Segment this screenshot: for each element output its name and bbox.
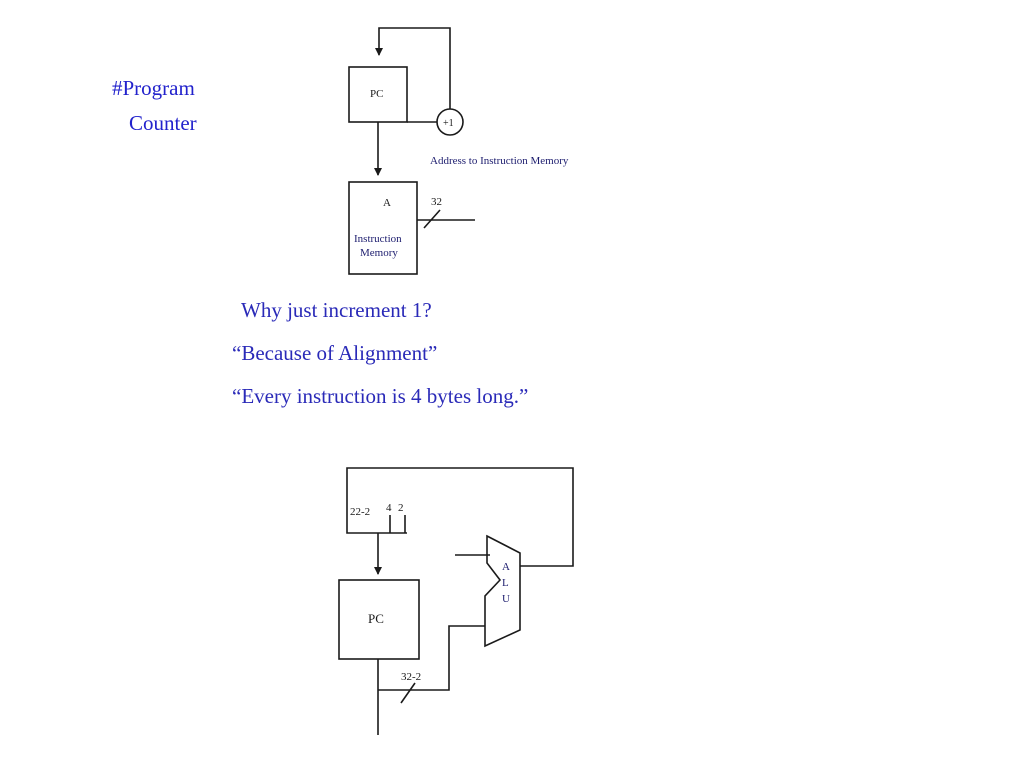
note-instruction-length: “Every instruction is 4 bytes long.”	[232, 384, 529, 408]
bus-width-slash	[423, 209, 441, 229]
const-label-4: 4	[386, 502, 392, 514]
bus-width-label: 32	[431, 196, 442, 208]
note-why-increment: Why just increment 1?	[241, 298, 432, 322]
memory-label-line2: Memory	[360, 247, 398, 259]
instruction-memory	[348, 181, 418, 275]
adder-label: +1	[443, 118, 454, 129]
slide-heading-line2: Counter	[129, 111, 197, 135]
upper-bits-label: 22-2	[350, 506, 370, 518]
pc-alu-diagram	[338, 467, 574, 735]
alu-label-u: U	[502, 593, 510, 605]
pc-label: PC	[370, 88, 383, 100]
bus-width-label-2: 32-2	[401, 671, 421, 683]
pc-to-alu-wire	[378, 625, 485, 691]
slide-heading-line1: #Program	[112, 76, 195, 100]
feedback-wire	[375, 27, 451, 109]
alu	[484, 534, 521, 648]
alu-label-l: L	[502, 577, 509, 589]
pc-increment-diagram	[348, 27, 475, 275]
address-label: Address to Instruction Memory	[430, 155, 569, 167]
next-pc-register	[346, 467, 574, 567]
pc-label-2: PC	[368, 611, 384, 626]
const-label-2: 2	[398, 502, 404, 514]
memory-label-line1: Instruction	[354, 233, 402, 245]
bus-width-slash-2	[400, 682, 416, 704]
note-alignment: “Because of Alignment”	[232, 341, 438, 365]
pc-register-2	[338, 579, 420, 660]
memory-port-label: A	[383, 197, 391, 209]
alu-label-a: A	[502, 561, 510, 573]
